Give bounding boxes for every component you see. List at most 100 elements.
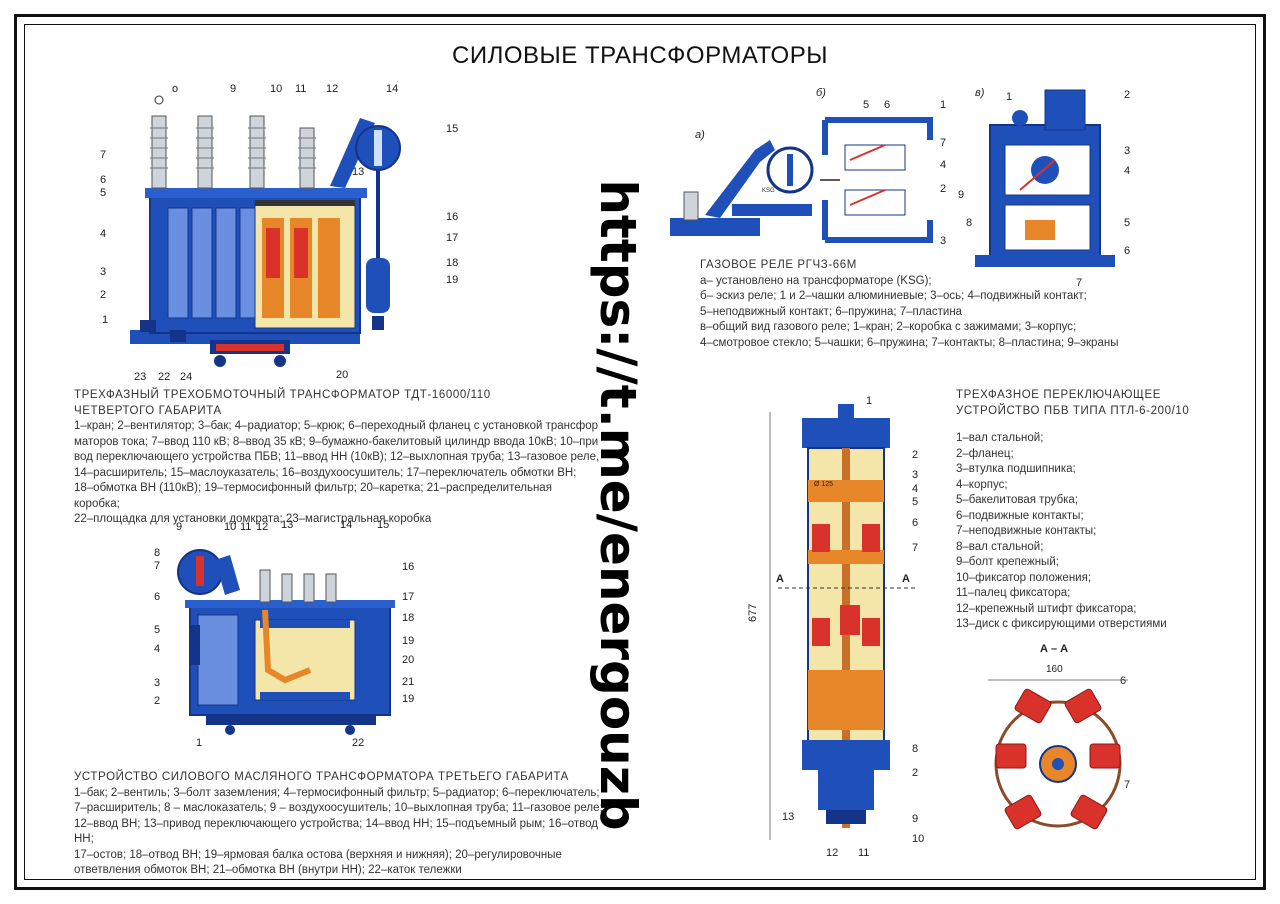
switch-callout: 8 (912, 743, 918, 755)
switch-callout: 6 (912, 517, 918, 529)
fig1-callout: 20 (336, 369, 348, 381)
relay-b-callout: 6 (884, 99, 890, 111)
fig2-callout: 1 (196, 737, 202, 749)
fig2-caption-line: 12–ввод ВН; 13–привод переключающего уст… (74, 817, 598, 846)
switch-item: 10–фиксатор положения; (956, 571, 1092, 584)
relay-b-callout: 7 (940, 137, 946, 149)
fig1-callout: 12 (326, 83, 338, 95)
fig2-callout: 15 (377, 519, 389, 531)
section-marker-a: А (776, 573, 784, 585)
relay-c-callout: 8 (966, 217, 972, 229)
fig2-callout: 8 (154, 547, 160, 559)
ksg-label: KSG (762, 188, 775, 194)
relay-c-callout: 5 (1124, 217, 1130, 229)
fig2-callout: 10 (224, 521, 236, 533)
inner-frame (24, 24, 1256, 880)
switch-callout: 11 (858, 847, 869, 859)
switch-ptl-drawing (769, 404, 916, 840)
switch-callout: 9 (912, 813, 918, 825)
fig2-callout: 14 (340, 519, 352, 531)
relay-caption-heading: ГАЗОВОЕ РЕЛЕ РГЧЗ-66М (700, 259, 857, 271)
fig1-caption-line: маторов тока; 7–ввод 110 кВ; 8–ввод 35 к… (74, 435, 599, 448)
relay-caption-line: 5–неподвижный контакт; 6–пружина; 7–плас… (700, 305, 963, 318)
fig2-callout: 18 (402, 612, 414, 624)
fig2-callout: 12 (256, 521, 268, 533)
fig2-callout: 5 (154, 624, 160, 636)
relay-c-callout: 2 (1124, 89, 1130, 101)
dimension-677: 677 (747, 604, 759, 622)
switch-callout: 1 (866, 395, 872, 407)
relay-b-callout: 3 (940, 235, 946, 247)
switch-item: 2–фланец; (956, 447, 1014, 460)
fig1-caption-heading: ТРЕХФАЗНЫЙ ТРЕХОБМОТОЧНЫЙ ТРАНСФОРМАТОР … (74, 389, 491, 401)
fig1-callout: 17 (446, 232, 458, 244)
switch-item: 4–корпус; (956, 478, 1008, 491)
fig1-callout: 1 (102, 314, 108, 326)
relay-b-callout: 2 (940, 183, 946, 195)
fig1-callout: 3 (100, 266, 106, 278)
fig2-caption-heading: УСТРОЙСТВО СИЛОВОГО МАСЛЯНОГО ТРАНСФОРМА… (74, 771, 569, 783)
relay-c-callout: 4 (1124, 165, 1130, 177)
fig2-caption-line: ответвления обмоток ВН; 21–обмотка ВН (в… (74, 864, 462, 876)
section-callout: 7 (1124, 779, 1130, 791)
dimension-125: Ø 125 (814, 481, 833, 488)
fig1-caption-line: 22–площадка для установки домкрата; 23–м… (74, 513, 432, 525)
fig2-callout: 19 (402, 693, 414, 705)
relay-c-callout: 9 (958, 189, 964, 201)
fig2-caption: УСТРОЙСТВО СИЛОВОГО МАСЛЯНОГО ТРАНСФОРМА… (74, 770, 614, 879)
switch-callout: 2 (912, 767, 918, 779)
switch-item: 5–бакелитовая трубка; (956, 494, 1079, 506)
fig2-callout: 11 (240, 521, 251, 533)
fig2-callout: 22 (352, 737, 364, 749)
oil-transformer-drawing (177, 549, 395, 735)
switch-caption-heading: ТРЕХФАЗНОЕ ПЕРЕКЛЮЧАЮЩЕЕ (956, 389, 1161, 401)
fig2-callout: 20 (402, 654, 414, 666)
fig1-callout: 10 (270, 83, 282, 95)
section-marker-a: А (902, 573, 910, 585)
fig2-callout: 9 (176, 521, 182, 533)
fig2-callout: 6 (154, 591, 160, 603)
fig1-caption-line: 14–расширитель; 15–маслоуказатель; 16–во… (74, 466, 577, 479)
outer-frame (14, 14, 1266, 890)
section-aa-drawing (988, 679, 1128, 830)
fig1-callout: 6 (100, 174, 106, 186)
switch-item: 12–крепежный штифт фиксатора; (956, 602, 1137, 615)
fig1-caption: ТРЕХФАЗНЫЙ ТРЕХОБМОТОЧНЫЙ ТРАНСФОРМАТОР … (74, 388, 600, 528)
fig2-callout: 19 (402, 635, 414, 647)
switch-callout: 7 (912, 542, 918, 554)
fig1-callout: 9 (230, 83, 236, 95)
switch-callout: 4 (912, 483, 918, 495)
relay-c-callout: 1 (1006, 91, 1012, 103)
fig1-callout: 18 (446, 257, 458, 269)
fig2-callout: 3 (154, 677, 160, 689)
gas-relay-drawings: KSG (670, 89, 1115, 267)
switch-callout: 13 (782, 811, 794, 823)
switch-item: 3–втулка подшипника; (956, 463, 1076, 475)
fig1-callout: 15 (446, 123, 458, 135)
fig1-caption-line: 1–кран; 2–вентилятор; 3–бак; 4–радиатор;… (74, 420, 598, 432)
relay-c-callout: 3 (1124, 145, 1130, 157)
switch-callout: 10 (912, 833, 924, 845)
fig1-caption-line: 18–обмотка ВН (110кВ); 19–термосифонный … (74, 482, 552, 510)
fig1-callout: 24 (180, 371, 192, 383)
fig1-callout: 22 (158, 371, 170, 383)
relay-b-callout: 4 (940, 159, 946, 171)
switch-item: 7–неподвижные контакты; (956, 525, 1097, 537)
relay-caption-line: в–общий вид газового реле; 1–кран; 2–кор… (700, 321, 1077, 333)
relay-sub-label: а) (695, 129, 705, 141)
fig1-callout: 13 (352, 166, 364, 178)
fig1-callout: 11 (295, 83, 306, 95)
relay-b-callout: 1 (940, 99, 946, 111)
fig2-caption-line: 1–бак; 2–вентиль; 3–болт заземления; 4–т… (74, 786, 600, 799)
fig1-callout: o (172, 83, 178, 95)
switch-item: 6–подвижные контакты; (956, 509, 1084, 522)
fig2-caption-line: 17–остов; 18–отвод ВН; 19–ярмовая балка … (74, 848, 562, 861)
switch-callout: 5 (912, 496, 918, 508)
fig2-callout: 21 (402, 676, 414, 688)
section-title: А – А (1040, 643, 1068, 655)
fig2-callout: 17 (402, 591, 414, 603)
relay-sub-label: б) (816, 87, 826, 99)
